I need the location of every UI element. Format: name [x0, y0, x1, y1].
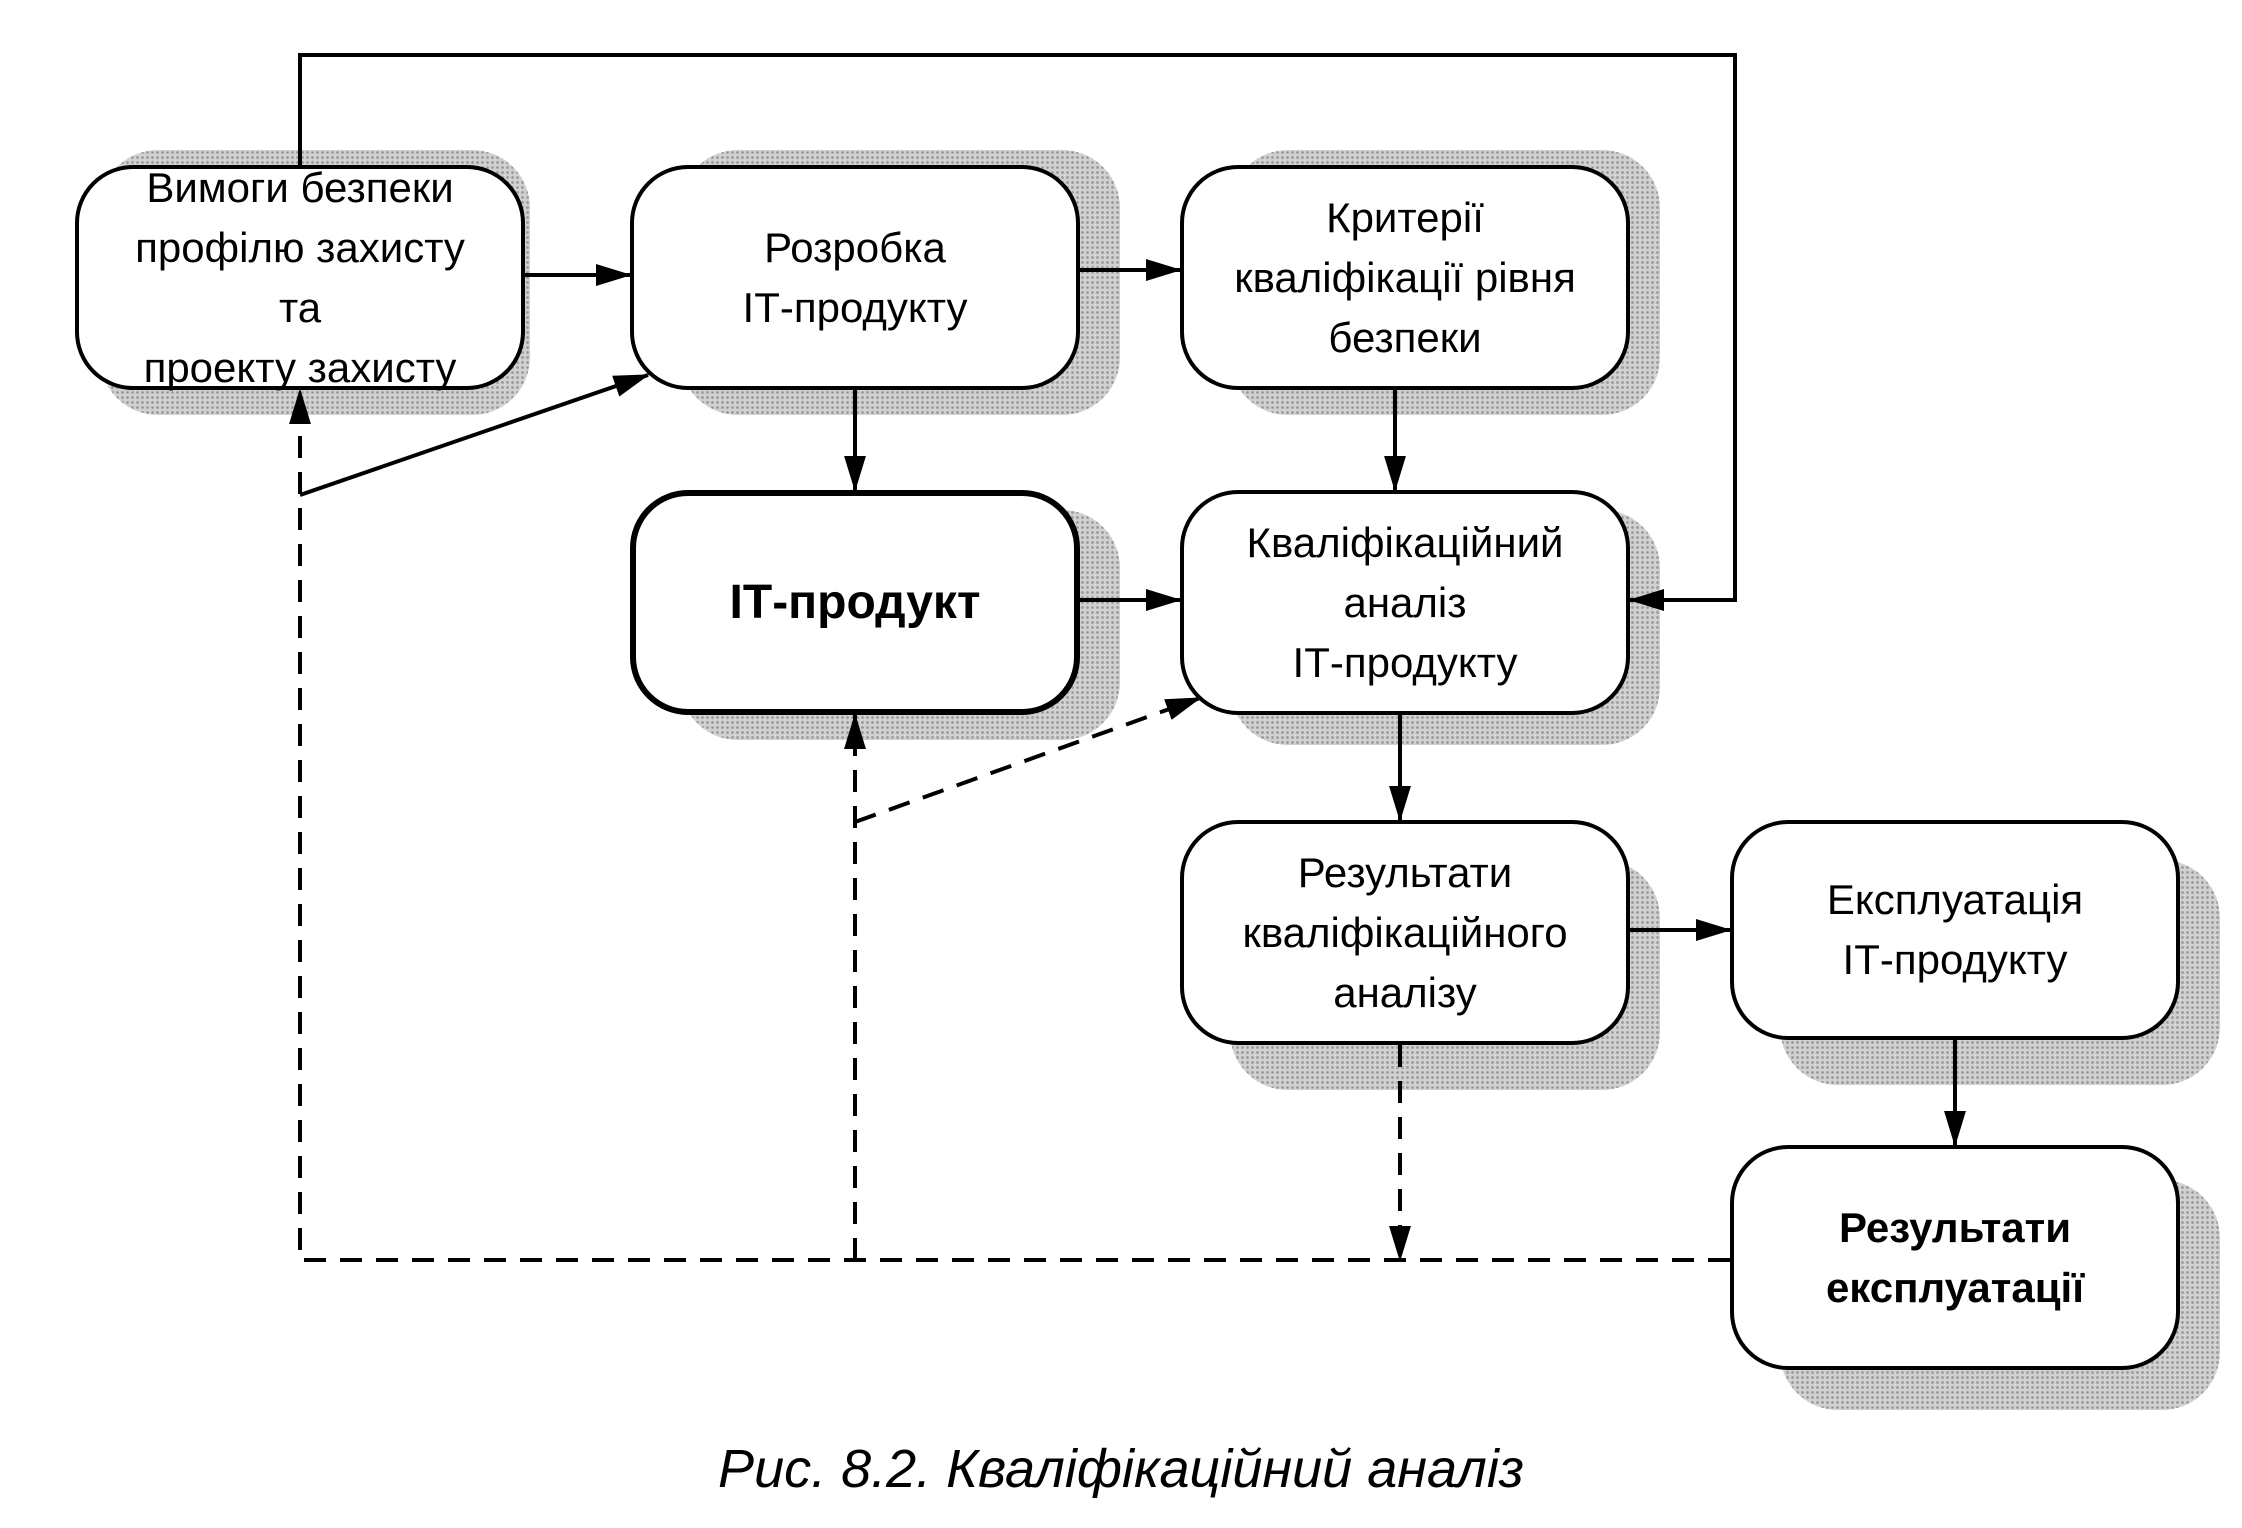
arrow-branch-to-development: [299, 373, 650, 497]
figure-caption: Рис. 8.2. Кваліфікаційний аналіз: [718, 1439, 1524, 1499]
analysis-results-node: Результати кваліфікаційного аналізу: [1180, 820, 1630, 1045]
product-development-node: Розробка ІТ-продукту: [630, 165, 1080, 390]
dashed-feedback-bottom: [289, 388, 1730, 1262]
it-product-node: ІТ-продукт: [630, 490, 1080, 715]
product-operation-node: Експлуатація ІТ-продукту: [1730, 820, 2180, 1040]
dashed-to-analysis: [854, 696, 1202, 824]
security-requirements-label: Вимоги безпеки профілю захисту та проект…: [135, 163, 465, 391]
qualification-analysis-label: Кваліфікаційний аналіз ІТ-продукту: [1246, 518, 1564, 686]
analysis-results-label: Результати кваліфікаційного аналізу: [1242, 848, 1568, 1016]
operation-results-label: Результати експлуатації: [1825, 1203, 2085, 1311]
it-product-label: ІТ-продукт: [729, 575, 981, 629]
operation-results-node: Результати експлуатації: [1730, 1145, 2180, 1370]
loop-requirements-to-analysis: [298, 53, 1737, 611]
qualification-criteria-label: Критерії кваліфікації рівня безпеки: [1234, 193, 1576, 361]
security-requirements-node: Вимоги безпеки профілю захисту та проект…: [75, 164, 525, 391]
product-operation-label: Експлуатація ІТ-продукту: [1826, 876, 2084, 983]
qualification-analysis-node: Кваліфікаційний аналіз ІТ-продукту: [1180, 490, 1630, 715]
qualification-criteria-node: Критерії кваліфікації рівня безпеки: [1180, 165, 1630, 390]
product-development-label: Розробка ІТ-продукту: [742, 223, 968, 331]
